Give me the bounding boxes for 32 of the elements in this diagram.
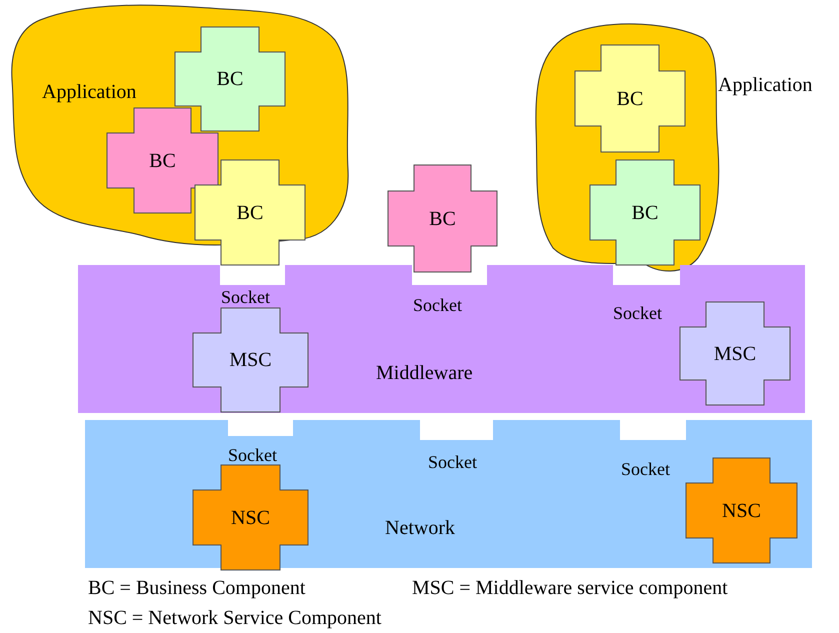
socket-label: Socket <box>221 288 270 306</box>
component-cross <box>680 302 790 405</box>
socket-label: Socket <box>413 296 462 314</box>
component-label: BC <box>216 69 244 89</box>
component-cross <box>686 458 797 563</box>
component-label: NSC <box>231 508 270 528</box>
component-label: BC <box>429 208 456 228</box>
component-label: BC <box>616 88 644 108</box>
component-cross <box>175 27 285 131</box>
component-label: NSC <box>722 500 761 520</box>
band-label: Middleware <box>376 363 473 383</box>
socket-label: Socket <box>428 453 477 471</box>
component-cross <box>388 165 497 272</box>
component-label: BC <box>632 202 658 222</box>
legend-text: BC = Business Component <box>88 578 306 598</box>
socket-label: Socket <box>228 446 277 464</box>
component-cross <box>107 108 218 213</box>
component-cross <box>193 465 308 570</box>
socket-label: Socket <box>621 460 670 478</box>
blob-label: Application <box>42 82 136 102</box>
socket-label: Socket <box>613 304 662 322</box>
component-label: BC <box>236 202 264 222</box>
band-label: Network <box>385 518 455 538</box>
legend-text: MSC = Middleware service component <box>412 578 728 598</box>
legend-text: NSC = Network Service Component <box>88 608 382 628</box>
component-label: BC <box>149 150 176 170</box>
blob-label: Application <box>718 75 812 95</box>
component-cross <box>575 45 685 152</box>
component-cross <box>193 308 308 412</box>
component-label: MSC <box>714 344 756 364</box>
component-label: MSC <box>229 350 272 370</box>
component-cross <box>195 160 305 265</box>
